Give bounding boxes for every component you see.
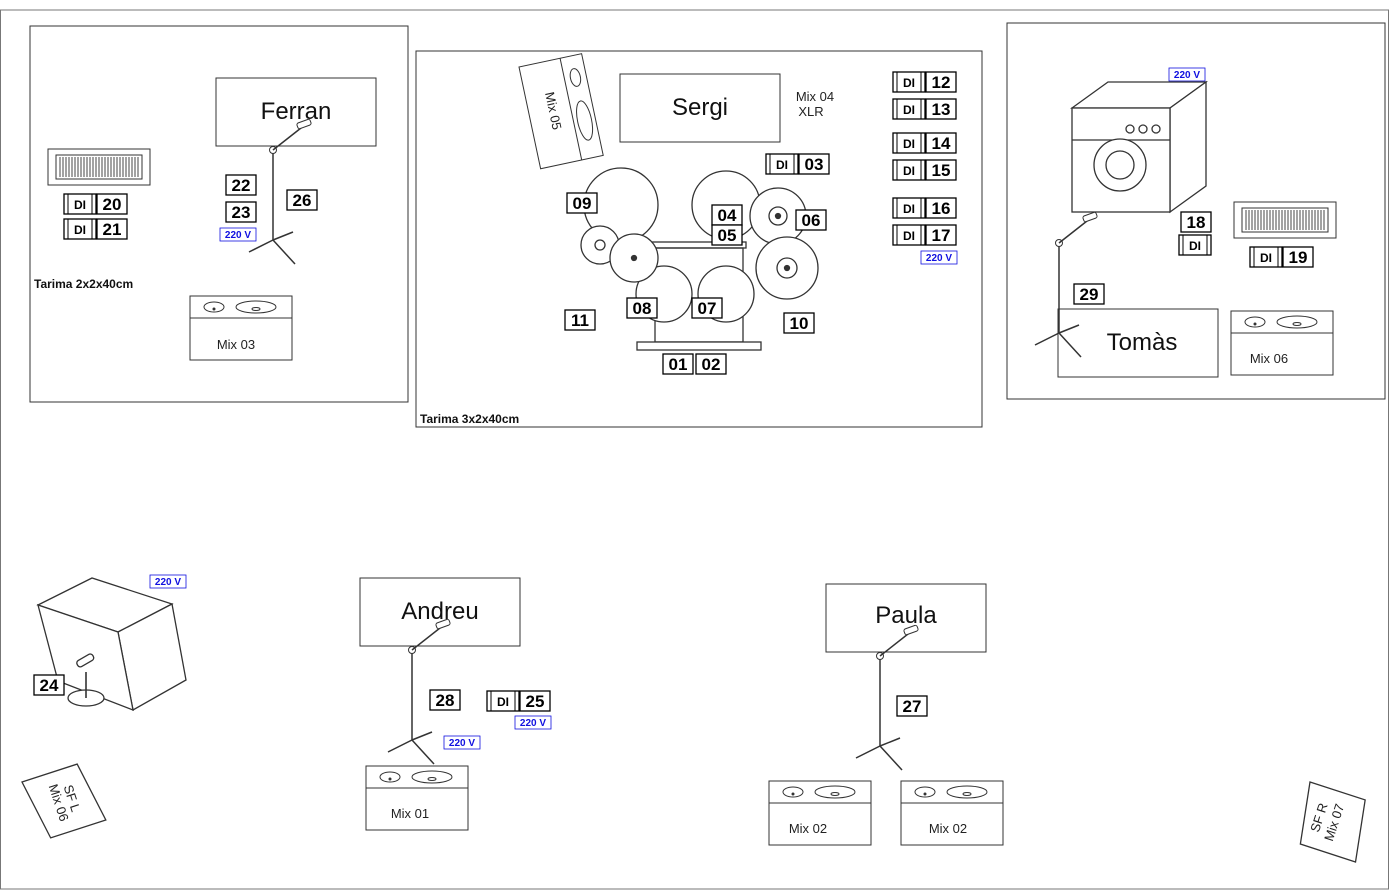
monitor-mix-02-right: Mix 02 <box>929 821 967 836</box>
channel-26: 26 <box>293 191 312 210</box>
channel-29: 29 <box>1080 285 1099 304</box>
di-label: DI <box>1189 239 1201 253</box>
channel-12: 12 <box>932 73 951 92</box>
monitor-mix-04-xlr: XLR <box>798 104 823 119</box>
voltage-220-label: 220 V <box>1174 70 1200 81</box>
musician-name-paula: Paula <box>875 602 937 629</box>
platform-center <box>415 50 983 428</box>
di-label: DI <box>903 76 915 90</box>
di-label: DI <box>903 229 915 243</box>
musician-box-andreu <box>359 577 521 647</box>
monitor-mix-06: Mix 06 <box>1250 351 1288 366</box>
channel-24: 24 <box>40 676 59 695</box>
musician-box-ferran <box>215 77 377 147</box>
voltage-badge <box>219 227 257 242</box>
channel-16: 16 <box>932 199 951 218</box>
channel-14: 14 <box>932 134 951 153</box>
di-label: DI <box>903 164 915 178</box>
voltage-220-label: 220 V <box>449 738 475 749</box>
di-label: DI <box>1260 251 1272 265</box>
voltage-badge <box>514 715 552 730</box>
channel-22: 22 <box>232 176 251 195</box>
di-label: DI <box>903 137 915 151</box>
channel-13: 13 <box>932 100 951 119</box>
channel-18: 18 <box>1187 213 1206 232</box>
voltage-220-label: 220 V <box>520 718 546 729</box>
di-label: DI <box>74 223 86 237</box>
di-label: DI <box>903 202 915 216</box>
channel-27: 27 <box>903 697 922 716</box>
channel-01: 01 <box>669 355 688 374</box>
channel-17: 17 <box>932 226 951 245</box>
channel-20: 20 <box>103 195 122 214</box>
channel-02: 02 <box>702 355 721 374</box>
musician-box-paula <box>825 583 987 653</box>
channel-19: 19 <box>1289 248 1308 267</box>
channel-08: 08 <box>633 299 652 318</box>
channel-10: 10 <box>790 314 809 333</box>
sidefill-right: SF R Mix 07 <box>1299 781 1366 863</box>
channel-21: 21 <box>103 220 122 239</box>
voltage-220-label: 220 V <box>155 577 181 588</box>
drum-kit-icon <box>580 167 819 351</box>
voltage-220-label: 220 V <box>926 253 952 264</box>
musician-name-ferran: Ferran <box>261 98 332 125</box>
channel-23: 23 <box>232 203 251 222</box>
musician-name-andreu: Andreu <box>401 598 478 625</box>
monitor-mix-03: Mix 03 <box>217 337 255 352</box>
musician-name-sergi: Sergi <box>672 94 728 121</box>
channel-09: 09 <box>573 194 592 213</box>
channel-15: 15 <box>932 161 951 180</box>
sidefill-left: SF L Mix 06 <box>21 763 107 839</box>
channel-03: 03 <box>805 155 824 174</box>
channel-28: 28 <box>436 691 455 710</box>
di-label: DI <box>776 158 788 172</box>
platform-left-label: Tarima 2x2x40cm <box>34 277 133 291</box>
monitor-mix-04: Mix 04 <box>796 89 834 104</box>
channel-04: 04 <box>718 206 737 225</box>
di-label: DI <box>74 198 86 212</box>
musician-box-sergi <box>619 73 781 143</box>
keyboard-icon <box>47 148 151 186</box>
musician-box-tomas <box>1057 308 1219 378</box>
musician-name-tomas: Tomàs <box>1107 329 1178 356</box>
channel-05: 05 <box>718 226 737 245</box>
amplifier-icon <box>1069 80 1209 214</box>
di-label: DI <box>903 103 915 117</box>
voltage-badge <box>1168 67 1206 82</box>
monitor-mix-01: Mix 01 <box>391 806 429 821</box>
monitor-mix-02-left: Mix 02 <box>789 821 827 836</box>
voltage-badge <box>149 574 187 589</box>
voltage-badge <box>920 250 958 265</box>
voltage-badge <box>443 735 481 750</box>
platform-center-label: Tarima 3x2x40cm <box>420 412 519 426</box>
wedge-monitor-mix-05: Mix 05 <box>518 53 604 170</box>
amplifier-icon <box>36 577 187 712</box>
channel-11: 11 <box>571 311 589 330</box>
keyboard-icon <box>1233 201 1337 239</box>
voltage-220-label: 220 V <box>225 230 251 241</box>
channel-06: 06 <box>802 211 821 230</box>
platform-right <box>1006 22 1386 400</box>
channel-25: 25 <box>526 692 545 711</box>
platform-left <box>29 25 409 403</box>
channel-07: 07 <box>698 299 717 318</box>
di-label: DI <box>497 695 509 709</box>
